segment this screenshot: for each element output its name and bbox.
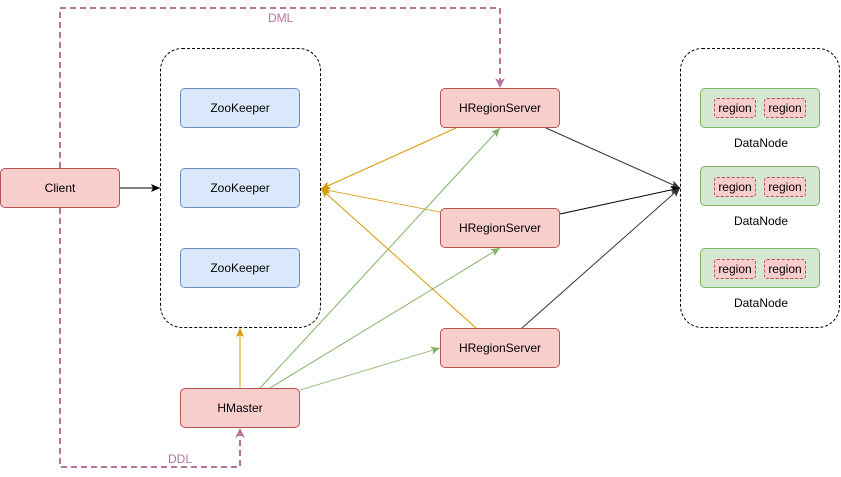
edge-hmaster-rs2: [269, 247, 501, 389]
edge-label-dml: DML: [266, 11, 296, 25]
edge-rs3-datanode: [521, 187, 681, 329]
edge-hmaster-rs1: [259, 127, 501, 389]
edge-hmaster-rs3: [299, 346, 441, 391]
edge-rs1-zookeeper: [320, 127, 457, 190]
client-node[interactable]: Client: [0, 168, 120, 208]
region-cell[interactable]: region: [714, 98, 756, 118]
hmaster-node[interactable]: HMaster: [180, 388, 300, 428]
hregionserver-node-3[interactable]: HRegionServer: [440, 328, 560, 368]
edge-label-ddl: DDL: [166, 452, 195, 466]
hregionserver-node-2[interactable]: HRegionServer: [440, 208, 560, 248]
region-cell[interactable]: region: [714, 259, 756, 279]
edge-rs3-zookeeper: [320, 188, 477, 329]
zookeeper-node-1[interactable]: ZooKeeper: [180, 88, 300, 128]
datanode-label-1: DataNode: [733, 136, 789, 150]
region-cell[interactable]: region: [764, 259, 806, 279]
datanode-label-2: DataNode: [733, 214, 789, 228]
zookeeper-node-3[interactable]: ZooKeeper: [180, 248, 300, 288]
datanode-group: [680, 48, 840, 328]
datanode-label-3: DataNode: [733, 296, 789, 310]
hregionserver-node-1[interactable]: HRegionServer: [440, 88, 560, 128]
edge-rs2-zookeeper: [320, 186, 441, 213]
edge-dml: [59, 7, 505, 168]
zookeeper-node-2[interactable]: ZooKeeper: [180, 168, 300, 208]
region-cell[interactable]: region: [764, 98, 806, 118]
edge-rs2-datanode: [559, 185, 681, 215]
edge-rs1-datanode: [545, 127, 681, 189]
zookeeper-group: [160, 48, 321, 328]
region-cell[interactable]: region: [714, 177, 756, 197]
region-cell[interactable]: region: [764, 177, 806, 197]
